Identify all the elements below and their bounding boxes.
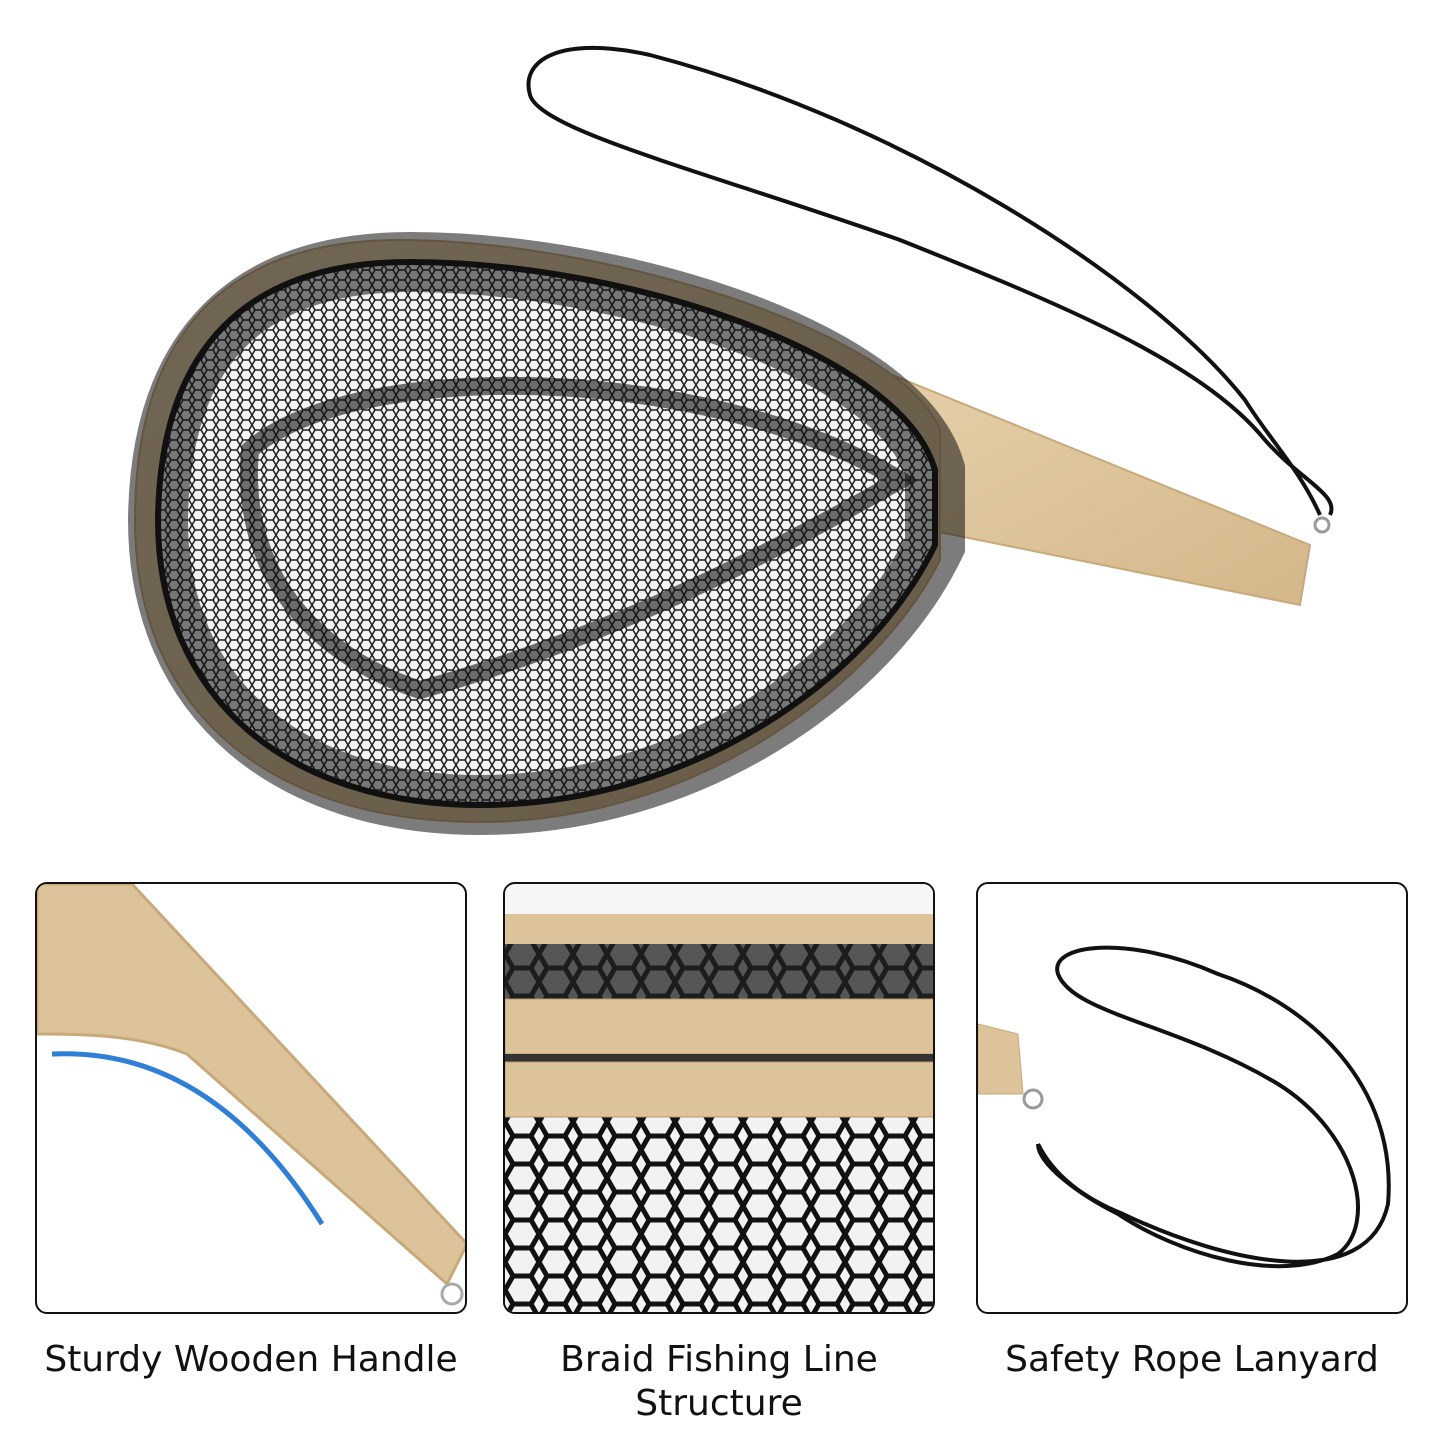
feature-panel-braid: [503, 882, 935, 1314]
braid-structure-closeup-image: [505, 884, 933, 1312]
caption-lanyard: Safety Rope Lanyard: [1005, 1339, 1379, 1380]
feature-panel-lanyard: [976, 882, 1408, 1314]
lanyard-closeup-image: [978, 945, 1391, 1269]
caption-braid-line2: Structure: [635, 1383, 803, 1424]
feature-panel-handle: [35, 882, 467, 1314]
caption-handle: Sturdy Wooden Handle: [44, 1339, 458, 1380]
wooden-handle-closeup-image: [37, 884, 465, 1306]
clip-icon: [1022, 1088, 1044, 1110]
caption-braid-line1: Braid Fishing Line: [560, 1339, 878, 1380]
flex-curve-highlight: [51, 1051, 325, 1226]
caption-braid: Braid Fishing Line Structure: [479, 1338, 959, 1426]
landing-net-product-image: [127, 45, 1334, 836]
swivel-clip-icon: [1313, 516, 1331, 534]
lanyard-cord: [526, 45, 1334, 516]
swivel-ring-icon: [440, 1282, 464, 1306]
